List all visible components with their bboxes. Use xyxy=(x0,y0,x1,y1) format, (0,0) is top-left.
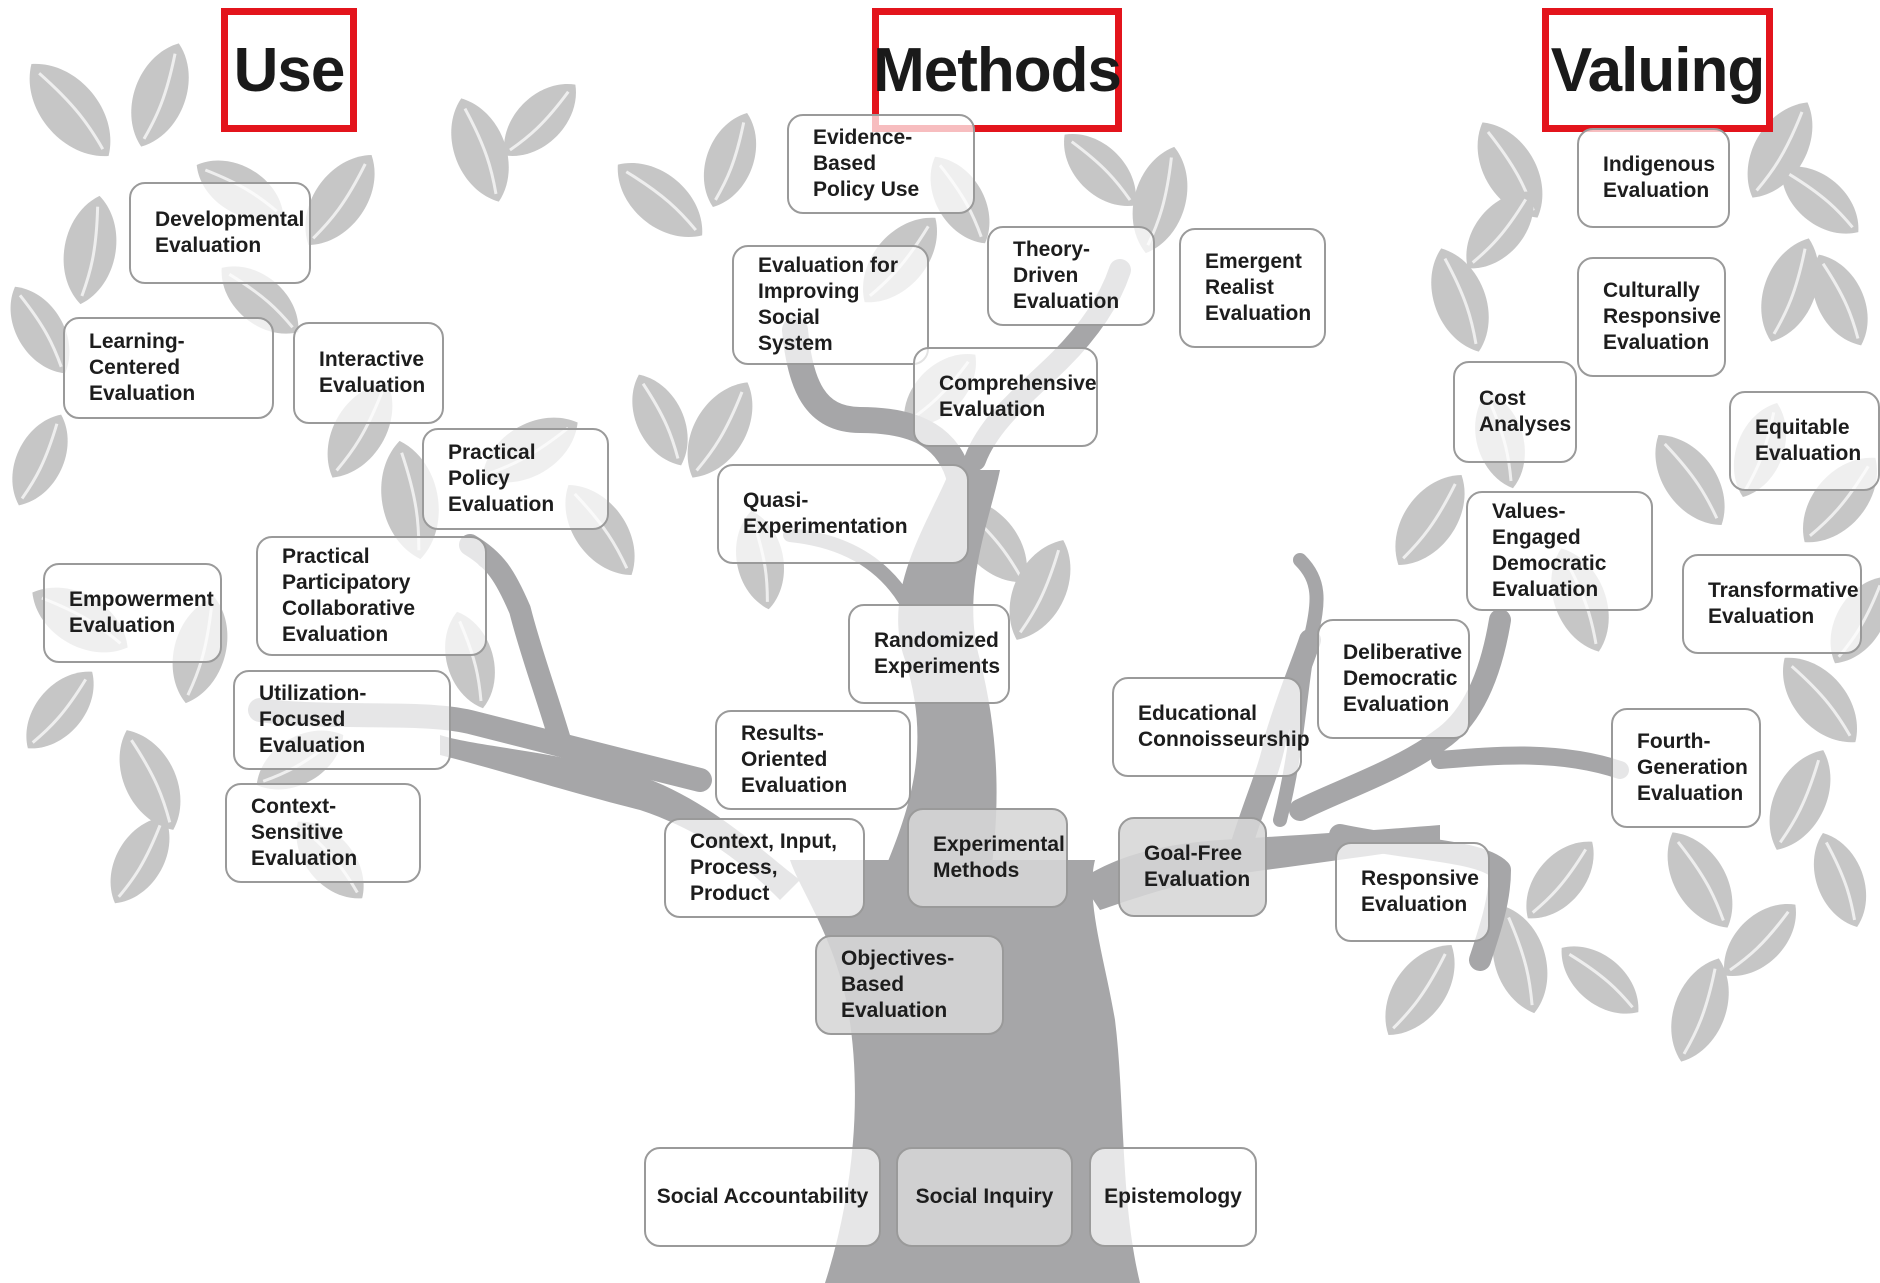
root-social-accountability: Social Accountability xyxy=(644,1147,881,1247)
leaf-shape xyxy=(1009,540,1071,640)
node-randomized-experiments: Randomized Experiments xyxy=(848,604,1010,704)
node-culturally-responsive-evaluation: Culturally Responsive Evaluation xyxy=(1577,257,1726,377)
leaf-shape xyxy=(617,163,703,237)
leaf-shape xyxy=(687,382,753,478)
leaf-shape xyxy=(1526,841,1594,919)
leaf-shape xyxy=(305,154,375,246)
heading-valuing: Valuing xyxy=(1542,8,1773,132)
node-values-engaged-democratic-evaluation: Values-Engaged Democratic Evaluation xyxy=(1466,491,1653,611)
leaf-shape xyxy=(110,816,170,904)
heading-use: Use xyxy=(221,8,357,132)
node-results-oriented-evaluation: Results-Oriented Evaluation xyxy=(715,710,911,810)
node-theory-driven-evaluation: Theory-Driven Evaluation xyxy=(987,226,1155,326)
leaf-shape xyxy=(1395,474,1465,566)
leaf-shape xyxy=(1561,946,1639,1014)
node-learning-centered-evaluation: Learning-Centered Evaluation xyxy=(63,317,274,419)
node-indigenous-evaluation: Indigenous Evaluation xyxy=(1577,128,1730,228)
leaf-shape xyxy=(1667,832,1733,928)
node-transformative-evaluation: Transformative Evaluation xyxy=(1682,554,1862,654)
node-equitable-evaluation: Equitable Evaluation xyxy=(1729,391,1880,491)
node-deliberative-democratic-evaluation: Deliberative Democratic Evaluation xyxy=(1317,619,1470,739)
node-empowerment-evaluation: Empowerment Evaluation xyxy=(43,563,222,663)
leaf-shape xyxy=(632,374,688,466)
leaf-shape xyxy=(504,84,576,156)
node-interactive-evaluation: Interactive Evaluation xyxy=(293,322,444,424)
leaf-shape xyxy=(26,671,94,749)
leaf-shape xyxy=(1781,166,1859,234)
leaf-shape xyxy=(1385,944,1455,1036)
leaf-shape xyxy=(1466,191,1534,269)
leaf-shape xyxy=(451,98,509,202)
leaf-shape xyxy=(131,43,189,147)
leaf-shape xyxy=(1431,248,1489,352)
leaf-shape xyxy=(10,286,70,374)
leaf-shape xyxy=(1783,657,1857,743)
leaf-shape xyxy=(1064,134,1136,206)
node-developmental-evaluation: Developmental Evaluation xyxy=(129,182,311,284)
node-cost-analyses: Cost Analyses xyxy=(1453,361,1577,463)
leaf-shape xyxy=(1814,833,1866,927)
node-objectives-based-evaluation: Objectives-Based Evaluation xyxy=(815,935,1004,1035)
node-context-input-process-product: Context, Input, Process, Product xyxy=(664,818,865,918)
leaf-shape xyxy=(1761,238,1819,342)
node-goal-free-evaluation: Goal-Free Evaluation xyxy=(1118,817,1267,917)
node-educational-connoisseurship: Educational Connoisseurship xyxy=(1112,677,1310,777)
node-evidence-based-policy-use: Evidence-Based Policy Use xyxy=(787,114,975,214)
leaf-shape xyxy=(1492,906,1548,1014)
heading-methods: Methods xyxy=(872,8,1122,132)
leaf-shape xyxy=(63,195,117,305)
leaf-shape xyxy=(1724,904,1796,976)
node-evaluation-improving-social-system: Evaluation for Improving Social System xyxy=(732,245,929,365)
node-utilization-focused-evaluation: Utilization-Focused Evaluation xyxy=(233,670,451,770)
node-quasi-experimentation: Quasi-Experimentation xyxy=(717,464,969,564)
node-practical-policy-evaluation: Practical Policy Evaluation xyxy=(422,428,609,530)
node-comprehensive-evaluation: Comprehensive Evaluation xyxy=(913,347,1098,447)
leaf-shape xyxy=(1747,102,1813,198)
leaf-shape xyxy=(119,730,181,830)
leaf-shape xyxy=(704,113,756,207)
node-practical-participatory-collaborative-evaluation: Practical Participatory Collaborative Ev… xyxy=(256,536,487,656)
node-fourth-generation-evaluation: Fourth- Generation Evaluation xyxy=(1611,708,1761,828)
root-epistemology: Epistemology xyxy=(1089,1147,1257,1247)
leaf-shape xyxy=(1655,434,1725,526)
leaf-shape xyxy=(29,64,111,156)
leaf-shape xyxy=(1812,254,1868,346)
leaf-shape xyxy=(1671,958,1729,1062)
node-emergent-realist-evaluation: Emergent Realist Evaluation xyxy=(1179,228,1326,348)
node-experimental-methods: Experimental Methods xyxy=(907,808,1068,908)
leaf-shape xyxy=(1769,750,1831,850)
node-context-sensitive-evaluation: Context-Sensitive Evaluation xyxy=(225,783,421,883)
root-social-inquiry: Social Inquiry xyxy=(896,1147,1073,1247)
node-responsive-evaluation: Responsive Evaluation xyxy=(1335,842,1490,942)
leaf-shape xyxy=(12,414,68,506)
